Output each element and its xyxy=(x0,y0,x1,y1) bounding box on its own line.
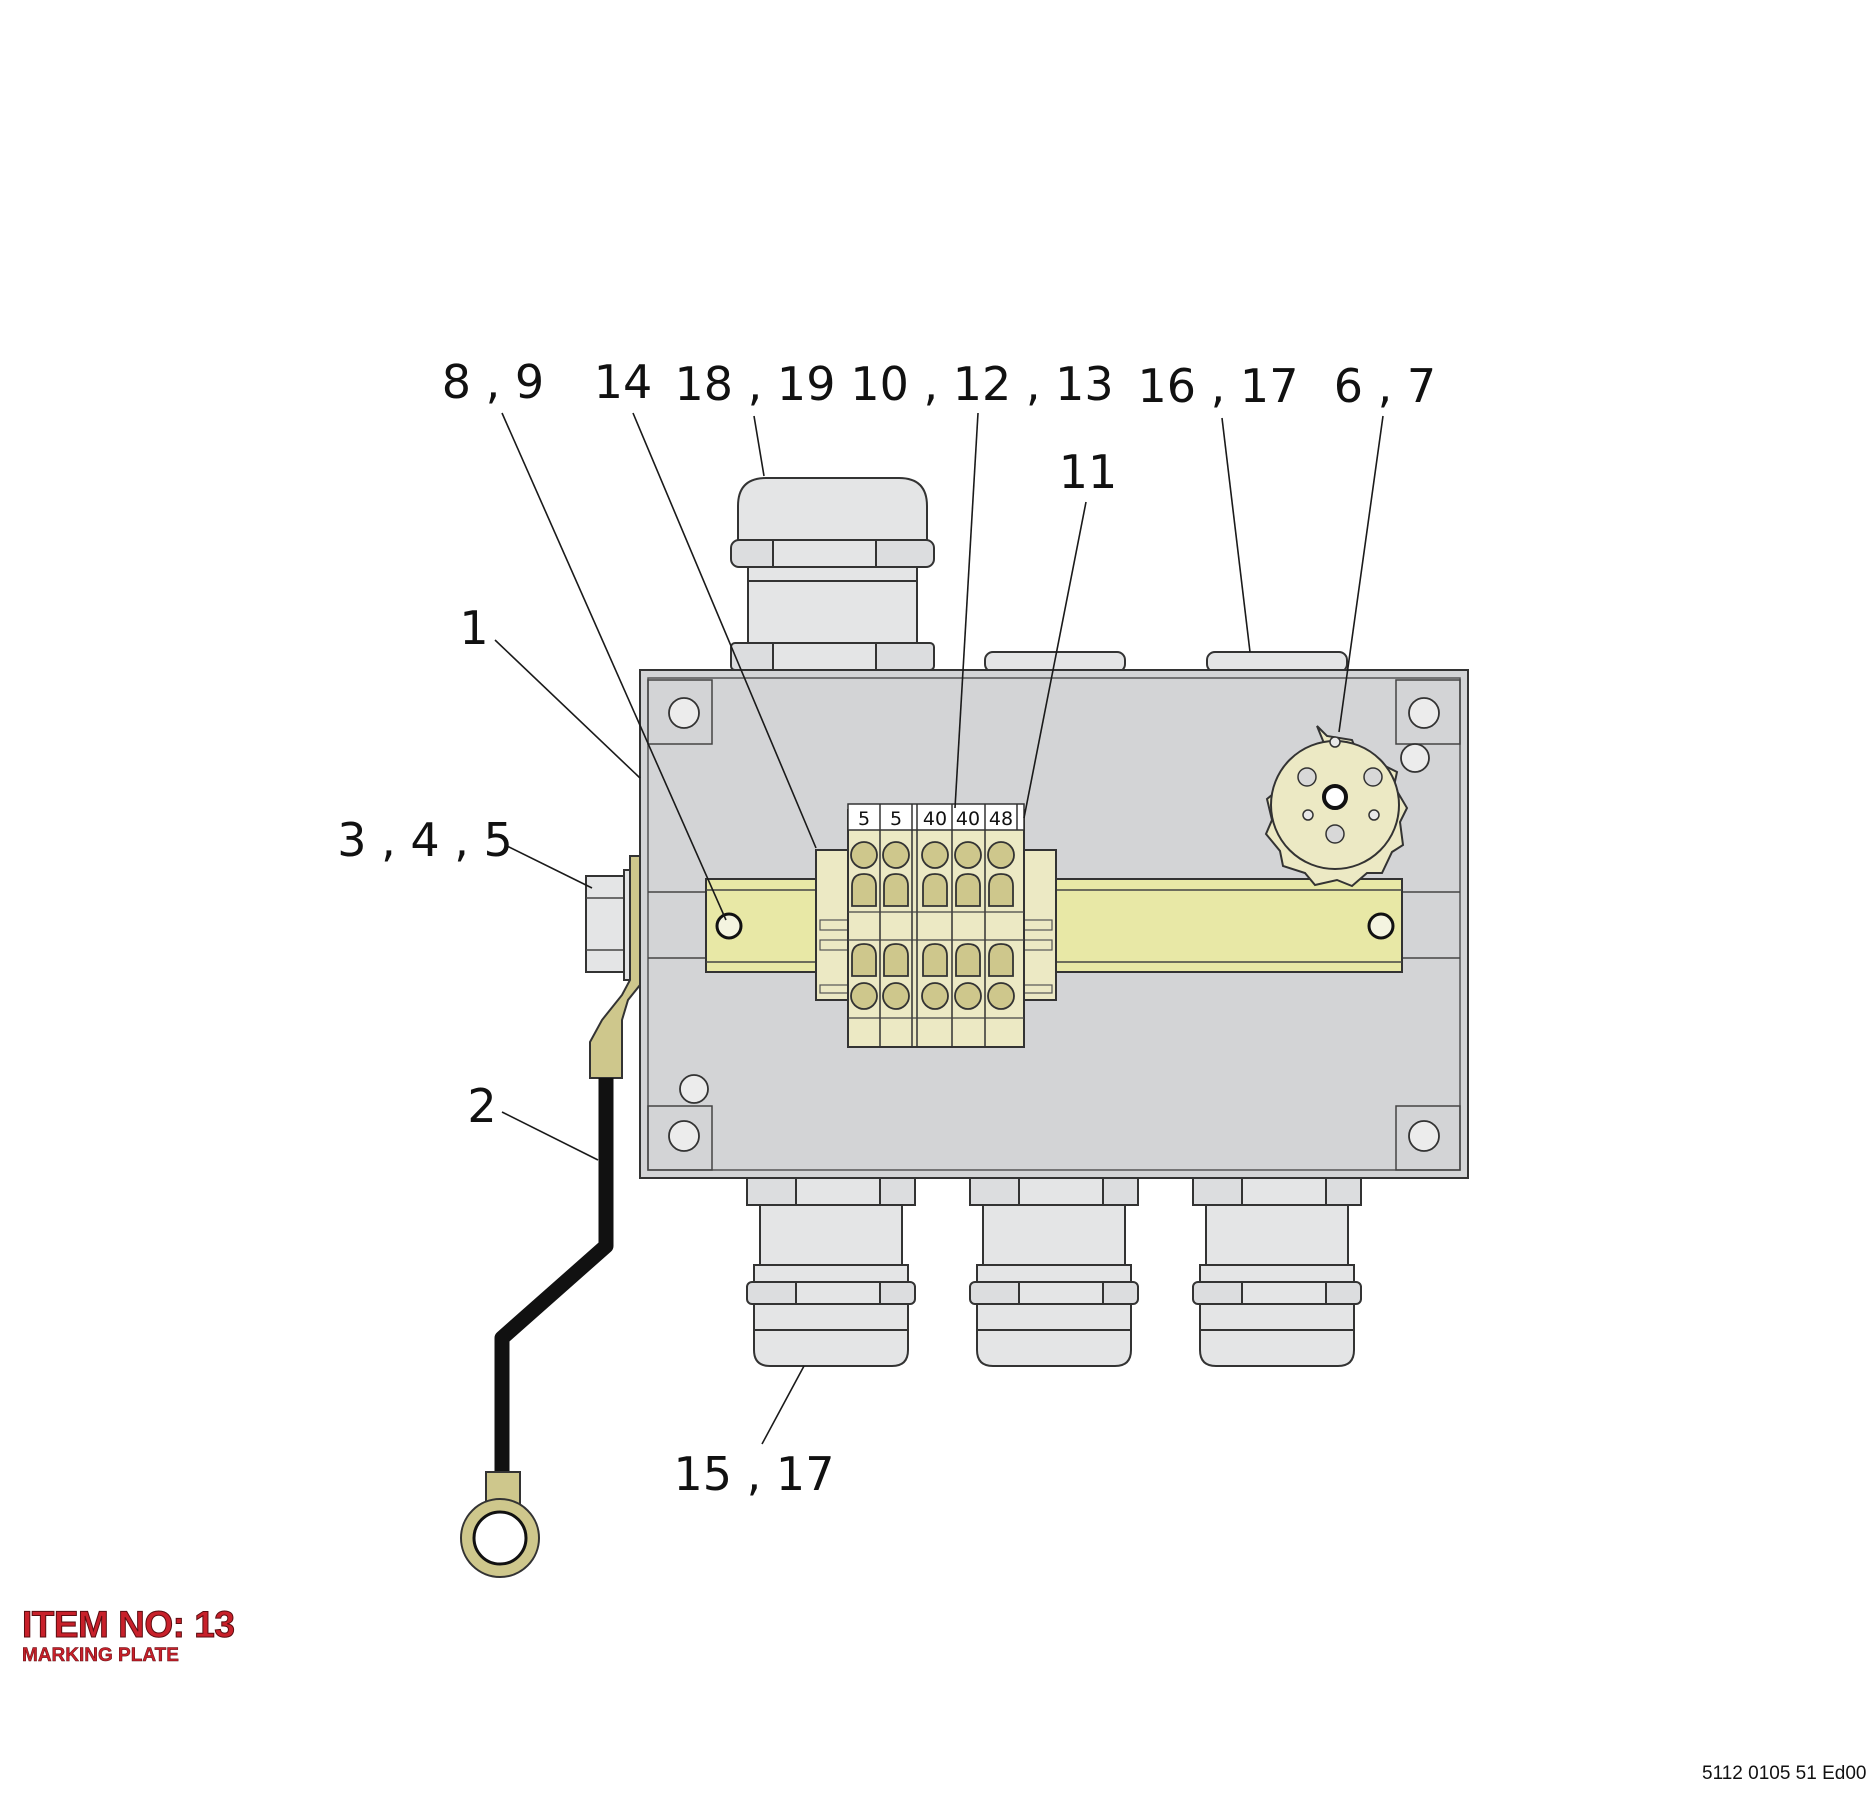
bottom-cable-gland-1 xyxy=(746,1177,916,1367)
callouts: 8 , 9 14 18 , 19 10 , 12 , 13 11 16 , 17… xyxy=(337,355,1436,1501)
end-stop-right xyxy=(1023,849,1057,1001)
terminal-block-group: 5 5 40 40 48 xyxy=(847,803,1025,1048)
earth-bolt-assembly xyxy=(585,855,641,1079)
callout-11: 11 xyxy=(1059,445,1118,499)
document-code: 5112 0105 51 Ed00 xyxy=(1702,1763,1867,1784)
terminal-label-1: 5 xyxy=(858,808,870,830)
breather-plug xyxy=(1264,725,1409,888)
top-cable-gland xyxy=(730,477,935,671)
terminal-clamps xyxy=(850,841,1015,1010)
corner-screw-hole xyxy=(668,697,700,729)
callout-16-17: 16 , 17 xyxy=(1138,359,1299,413)
terminal-label-3: 40 xyxy=(923,808,947,830)
corner-screw-hole xyxy=(1408,1120,1440,1152)
bottom-cable-gland-2 xyxy=(969,1177,1139,1367)
callout-1: 1 xyxy=(459,601,488,655)
callout-14: 14 xyxy=(594,355,653,409)
callout-8-9: 8 , 9 xyxy=(442,355,544,409)
mounting-hole xyxy=(679,1074,709,1104)
rail-screw xyxy=(1367,912,1395,940)
earth-cable xyxy=(460,1078,614,1578)
leader-lines xyxy=(494,412,1384,1445)
callout-2: 2 xyxy=(467,1079,496,1133)
callout-10-12-13: 10 , 12 , 13 xyxy=(850,357,1113,411)
corner-screw-hole xyxy=(1408,697,1440,729)
callout-3-4-5: 3 , 4 , 5 xyxy=(337,813,513,867)
callout-18-19: 18 , 19 xyxy=(675,357,836,411)
callout-6-7: 6 , 7 xyxy=(1334,359,1436,413)
end-stop-left xyxy=(815,849,849,1001)
terminal-label-5: 48 xyxy=(989,808,1013,830)
item-number-label: ITEM NO: 13 xyxy=(21,1604,235,1646)
rail-screw xyxy=(715,912,743,940)
callout-15-17: 15 , 17 xyxy=(674,1447,835,1501)
item-description-label: MARKING PLATE xyxy=(22,1645,179,1667)
mounting-hole xyxy=(1400,743,1430,773)
terminal-label-2: 5 xyxy=(890,808,902,830)
terminal-label-4: 40 xyxy=(956,808,980,830)
corner-screw-hole xyxy=(668,1120,700,1152)
bottom-cable-gland-3 xyxy=(1192,1177,1362,1367)
